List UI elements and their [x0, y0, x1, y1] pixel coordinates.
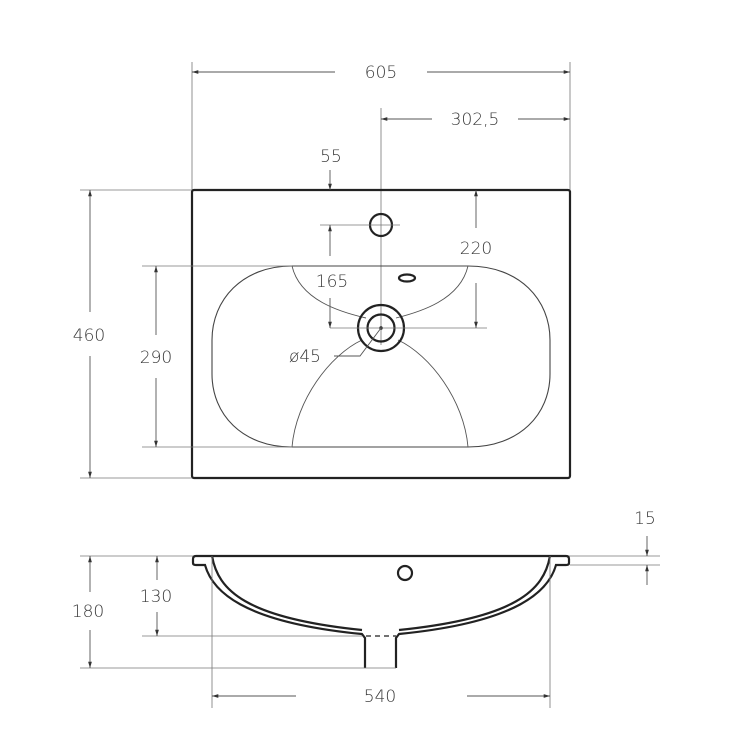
dim-label-460: 460	[73, 326, 105, 346]
side-view: 180 130 540 15	[72, 509, 660, 708]
dim-bowl-height: 130	[140, 556, 172, 636]
dim-label-605: 605	[365, 63, 397, 83]
dim-label-d45: ø45	[289, 347, 321, 367]
top-view: 605 302,5	[73, 62, 572, 480]
dim-label-130: 130	[140, 587, 172, 607]
overflow-hole	[397, 273, 417, 283]
dim-rim-thickness: 15	[634, 509, 656, 585]
dim-drain-from-back: 220	[460, 190, 492, 328]
basin-outline	[190, 188, 572, 480]
dim-label-15: 15	[634, 509, 656, 529]
dim-half-width: 302,5	[381, 110, 570, 130]
side-overflow-hole	[396, 564, 414, 582]
side-profile-outer	[191, 554, 571, 668]
dim-bowl-depth: 290	[140, 266, 172, 447]
side-profile-inner	[210, 555, 552, 632]
dim-label-55: 55	[320, 147, 342, 167]
dim-label-290: 290	[140, 348, 172, 368]
dim-label-180: 180	[72, 602, 104, 622]
dim-tap-and-drain-offset: 55 165	[316, 147, 348, 328]
dim-label-165: 165	[316, 272, 348, 292]
dim-overall-height: 180	[72, 556, 104, 668]
dim-label-302-5: 302,5	[451, 110, 500, 130]
dim-overall-width: 605	[192, 63, 570, 83]
dim-drain-diameter: ø45	[289, 327, 382, 367]
dim-label-540: 540	[364, 687, 396, 707]
dim-bowl-width: 540	[212, 687, 550, 707]
dim-overall-depth: 460	[73, 190, 105, 478]
dim-label-220: 220	[460, 239, 492, 259]
